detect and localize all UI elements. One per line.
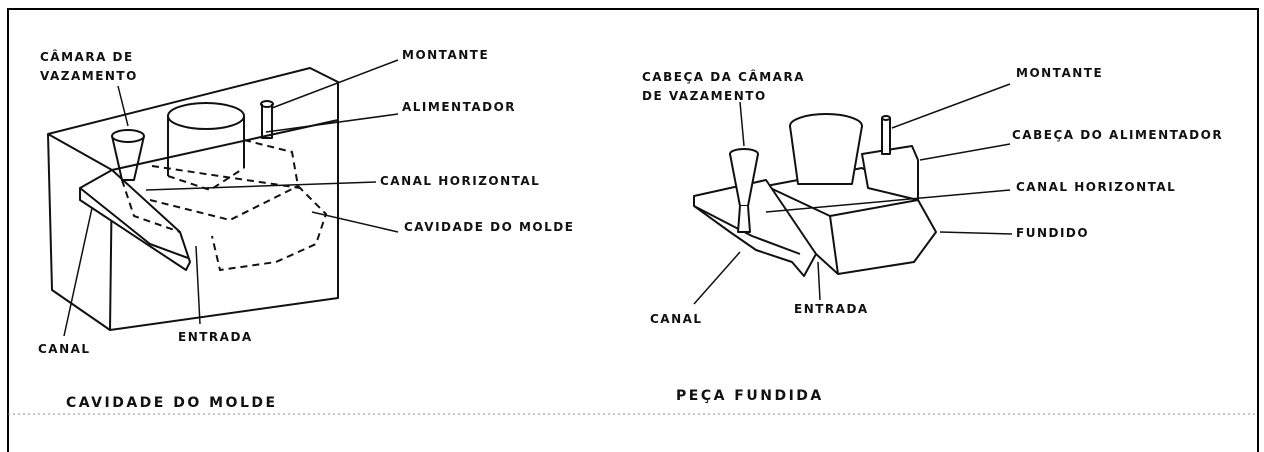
label-cabeca-line1: CABEÇA DA CÂMARA (642, 70, 805, 84)
left-leader-lines (63, 59, 399, 337)
mold-box-drawing (47, 67, 339, 331)
label-canal-left: CANAL (38, 342, 91, 356)
label-camara-de-vazamento: CÂMARA DE VAZAMENTO (40, 48, 138, 86)
caption-cavidade-do-molde: CAVIDADE DO MOLDE (66, 395, 278, 411)
label-cabeca-da-camara: CABEÇA DA CÂMARA DE VAZAMENTO (642, 68, 805, 106)
label-canal-right: CANAL (650, 312, 703, 326)
caption-peca-fundida: PEÇA FUNDIDA (676, 388, 824, 404)
label-camara-line2: VAZAMENTO (40, 69, 138, 83)
label-cabeca-do-alimentador: CABEÇA DO ALIMENTADOR (1012, 128, 1224, 142)
figure-border (7, 8, 1259, 452)
label-entrada-right: ENTRADA (794, 302, 869, 316)
label-cabeca-line2: DE VAZAMENTO (642, 89, 767, 103)
label-cavidade-do-molde: CAVIDADE DO MOLDE (404, 220, 575, 234)
label-canal-horizontal-left: CANAL HORIZONTAL (380, 174, 541, 188)
label-alimentador: ALIMENTADOR (402, 100, 517, 114)
label-entrada-left: ENTRADA (178, 330, 253, 344)
label-canal-horizontal-right: CANAL HORIZONTAL (1016, 180, 1177, 194)
label-montante-right: MONTANTE (1016, 66, 1104, 80)
label-montante-left: MONTANTE (402, 48, 490, 62)
casting-drawing (693, 113, 937, 277)
right-leader-lines (693, 83, 1013, 305)
label-fundido: FUNDIDO (1016, 226, 1090, 240)
label-camara-line1: CÂMARA DE (40, 50, 134, 64)
mold-cavity-hidden-lines (121, 139, 328, 272)
